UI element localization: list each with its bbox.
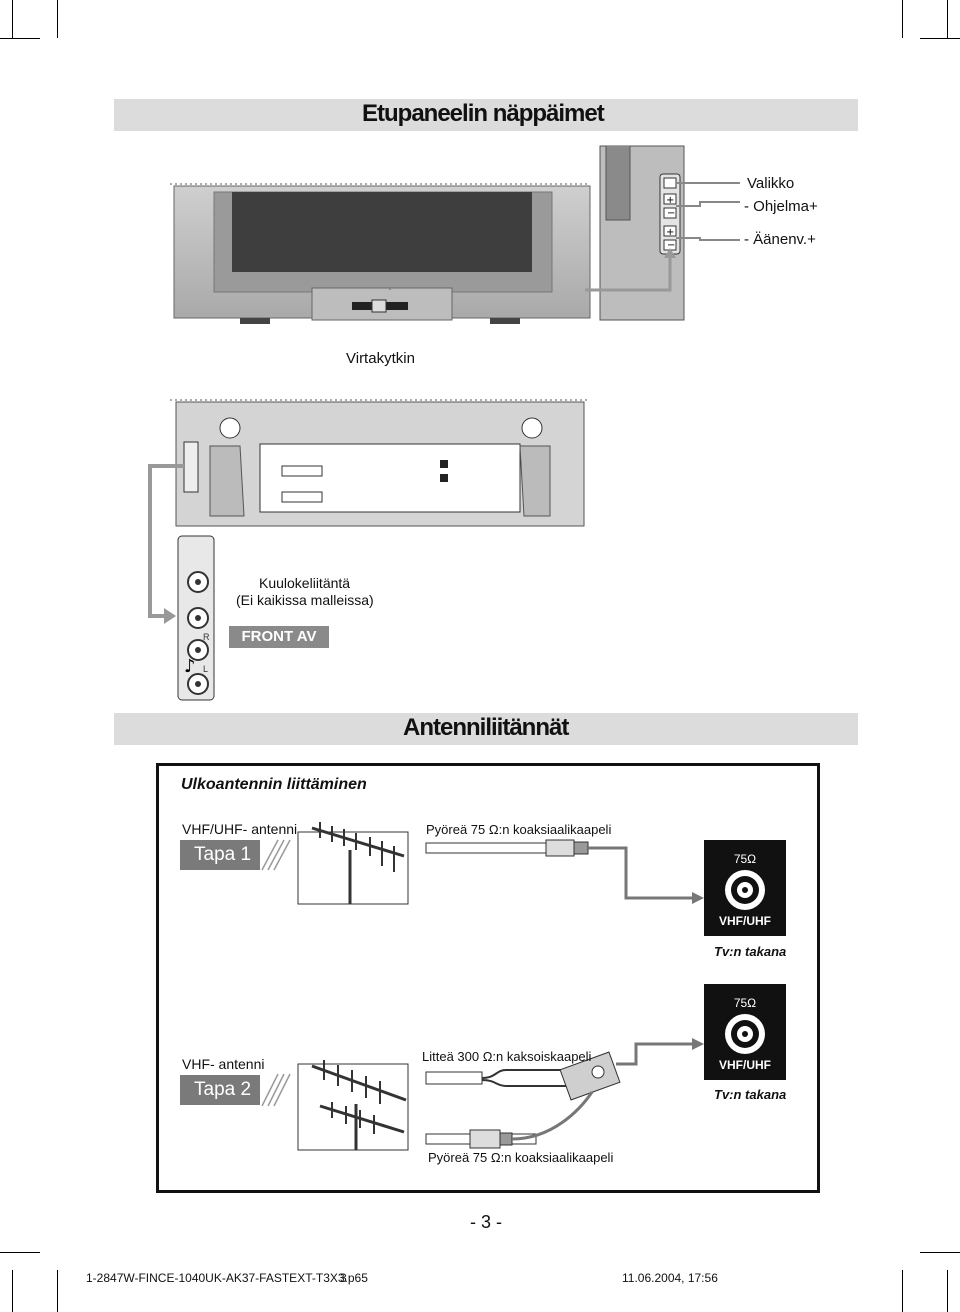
label-r: R [203, 632, 210, 642]
crop-mark [12, 0, 13, 38]
method2-tab: Tapa 2 [180, 1075, 260, 1105]
method1-antenna-label: VHF/UHF- antenni [182, 821, 298, 837]
crop-mark [902, 0, 903, 38]
socket-band: VHF/UHF [719, 914, 771, 928]
antenna-socket-1: 75Ω VHF/UHF [704, 840, 786, 936]
antenna-heading: Ulkoantennin liittäminen [181, 776, 367, 793]
label-program: - Ohjelma+ [744, 198, 818, 215]
section-title: Etupaneelin näppäimet [362, 100, 605, 127]
crop-mark [920, 38, 960, 39]
tv-front-illustration: + − + − [170, 145, 740, 324]
front-av-badge: FRONT AV [229, 626, 329, 648]
socket-impedance: 75Ω [733, 852, 757, 866]
label-l: L [203, 664, 209, 674]
svg-text:−: − [667, 240, 675, 251]
tv-bottom-illustration: ♪ [148, 399, 590, 701]
crop-mark [920, 1252, 960, 1253]
antenna-socket-2: 75Ω VHF/UHF [704, 984, 786, 1080]
method2-antenna-label: VHF- antenni [182, 1056, 265, 1072]
method2-flat-cable-label: Litteä 300 Ω:n kaksoiskaapeli [422, 1049, 592, 1064]
footer-date: 11.06.2004, 17:56 [622, 1271, 718, 1285]
label-volume: - Äänenv.+ [744, 231, 816, 248]
method1-cable-label: Pyöreä 75 Ω:n koaksiaalikaapeli [426, 822, 612, 837]
section-banner [114, 713, 858, 745]
crop-mark [947, 1270, 948, 1312]
crop-mark [0, 1252, 40, 1253]
socket-connector-icon [725, 1014, 765, 1054]
footer-file: 1-2847W-FINCE-1040UK-AK37-FASTEXT-T3X3.p… [86, 1271, 368, 1285]
crop-mark [57, 1270, 58, 1312]
svg-text:+: + [666, 195, 674, 206]
svg-text:−: − [667, 208, 675, 219]
crop-mark [57, 0, 58, 38]
socket-band: VHF/UHF [719, 1058, 771, 1072]
crop-mark [0, 38, 40, 39]
socket-caption-2: Tv:n takana [714, 1087, 787, 1102]
antenna-diagram-frame [156, 763, 820, 1193]
crop-mark [947, 0, 948, 38]
section-banner [114, 99, 858, 131]
method2-round-cable-label: Pyöreä 75 Ω:n koaksiaalikaapeli [428, 1150, 614, 1165]
svg-text:♪: ♪ [184, 656, 196, 677]
crop-mark [12, 1270, 13, 1312]
crop-mark [902, 1270, 903, 1312]
section-title: Antenniliitännät [403, 714, 569, 741]
svg-text:+: + [666, 227, 674, 238]
socket-impedance: 75Ω [733, 996, 757, 1010]
label-headphone: Kuulokeliitäntä [259, 575, 351, 591]
socket-caption-1: Tv:n takana [714, 944, 787, 959]
label-headphone-note: (Ei kaikissa malleissa) [236, 592, 374, 608]
antenna-diagram [261, 822, 704, 1151]
method1-tab: Tapa 1 [180, 840, 260, 870]
footer-page: 3 [340, 1271, 347, 1285]
page-number: - 3 - [470, 1212, 503, 1232]
socket-connector-icon [725, 870, 765, 910]
label-menu: Valikko [747, 175, 795, 192]
label-power-switch: Virtakytkin [346, 350, 415, 367]
